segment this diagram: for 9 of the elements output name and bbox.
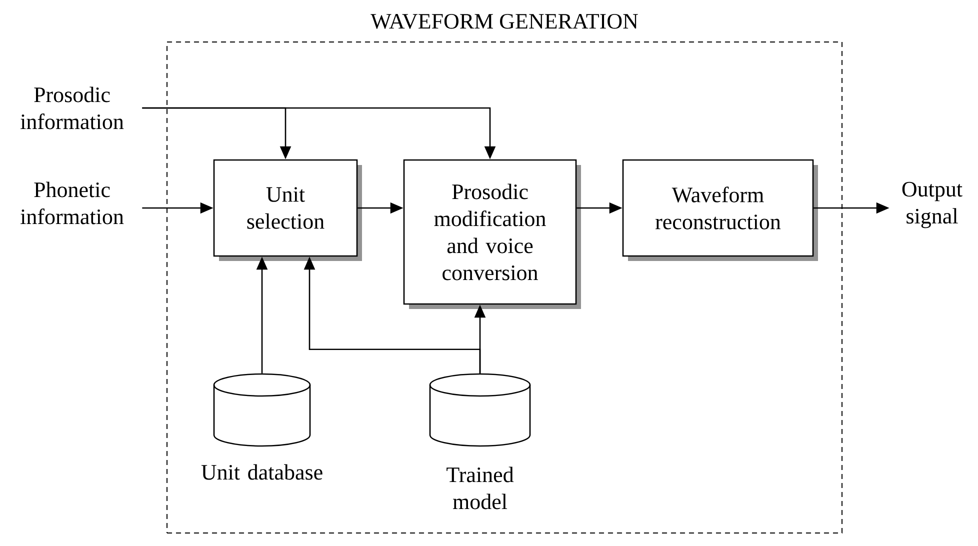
frame-title: WAVEFORM GENERATION	[370, 14, 638, 29]
process-box: Unit selection	[213, 159, 362, 261]
signal-label: Prosodic information	[20, 86, 124, 130]
process-box: Waveform reconstruction	[622, 159, 818, 261]
signal-label: Output signal	[902, 182, 962, 228]
database-label: Trained model	[446, 466, 514, 510]
signal-label: Phonetic information	[20, 182, 124, 224]
database-label: Unit database	[201, 464, 322, 480]
process-box: Prosodic modification and voice conversion	[403, 159, 581, 309]
